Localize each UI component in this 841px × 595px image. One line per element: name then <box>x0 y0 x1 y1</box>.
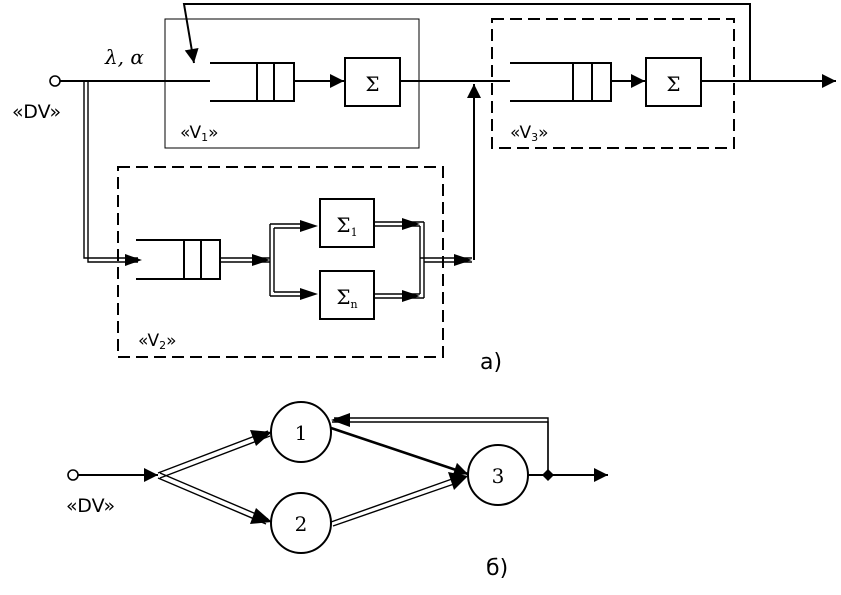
params-label: λ, α <box>104 45 144 69</box>
subfigure-label-b: б) <box>486 556 508 581</box>
node-3-label: 3 <box>492 464 505 488</box>
feedback-loop-b-arrow <box>331 413 350 427</box>
v2-sum1-out-arrow <box>402 218 420 230</box>
v2-sumn-in-arrow <box>300 288 318 300</box>
node-2 <box>270 492 332 554</box>
feedback-loop-a <box>182 3 751 81</box>
node-1-label: 1 <box>295 421 308 445</box>
node-1 <box>270 401 332 463</box>
input-terminal-a <box>49 75 61 87</box>
branch-to-v2-arrow <box>125 254 142 266</box>
diagram-a: «DV» λ, α Σ «V1» Σ <box>12 3 836 375</box>
v2-sumn-out-arrow <box>402 290 420 302</box>
queue-v1 <box>210 62 295 102</box>
feedback-loop-b-inner <box>334 417 549 471</box>
sum1-v2-label: Σ1 <box>336 213 357 239</box>
edges-to-nodes <box>157 430 271 525</box>
edge-2-to-3 <box>330 478 455 527</box>
block-v3-label: «V3» <box>510 123 549 144</box>
v2-queue-arrow <box>252 254 270 266</box>
block-v2-frame <box>117 166 444 358</box>
block-v3-frame <box>491 18 735 149</box>
edge-1-to-3 <box>330 426 469 477</box>
block-v1-label: «V1» <box>180 123 219 144</box>
v2-merge-arrow <box>454 254 472 266</box>
edge-to-node1-arrow <box>250 430 272 446</box>
block-v1-frame <box>164 18 420 149</box>
block-v2-label: «V2» <box>138 331 177 352</box>
input-label-a: «DV» <box>12 101 61 123</box>
branch-to-v2 <box>83 81 138 263</box>
queue-v3 <box>510 62 612 102</box>
sum-v1-box <box>344 57 401 107</box>
input-terminal-b <box>67 469 79 481</box>
sum-v3-label: Σ <box>666 72 680 96</box>
queue-v2 <box>136 239 221 280</box>
edge-to-node2-arrow <box>250 508 272 524</box>
subfigure-label-a: а) <box>480 350 502 375</box>
v2-sum1-in-arrow <box>300 220 318 232</box>
sum-v1-label: Σ <box>365 72 379 96</box>
node-2-label: 2 <box>295 512 308 536</box>
sumn-v2-box <box>319 270 375 320</box>
sum1-v2-box <box>319 198 375 248</box>
sumn-v2-label: Σn <box>336 285 357 311</box>
edge-2-to-3-arrow <box>448 472 468 490</box>
diagram-b: «DV» 1 2 3 б) <box>66 401 608 581</box>
input-label-b: «DV» <box>66 495 115 517</box>
